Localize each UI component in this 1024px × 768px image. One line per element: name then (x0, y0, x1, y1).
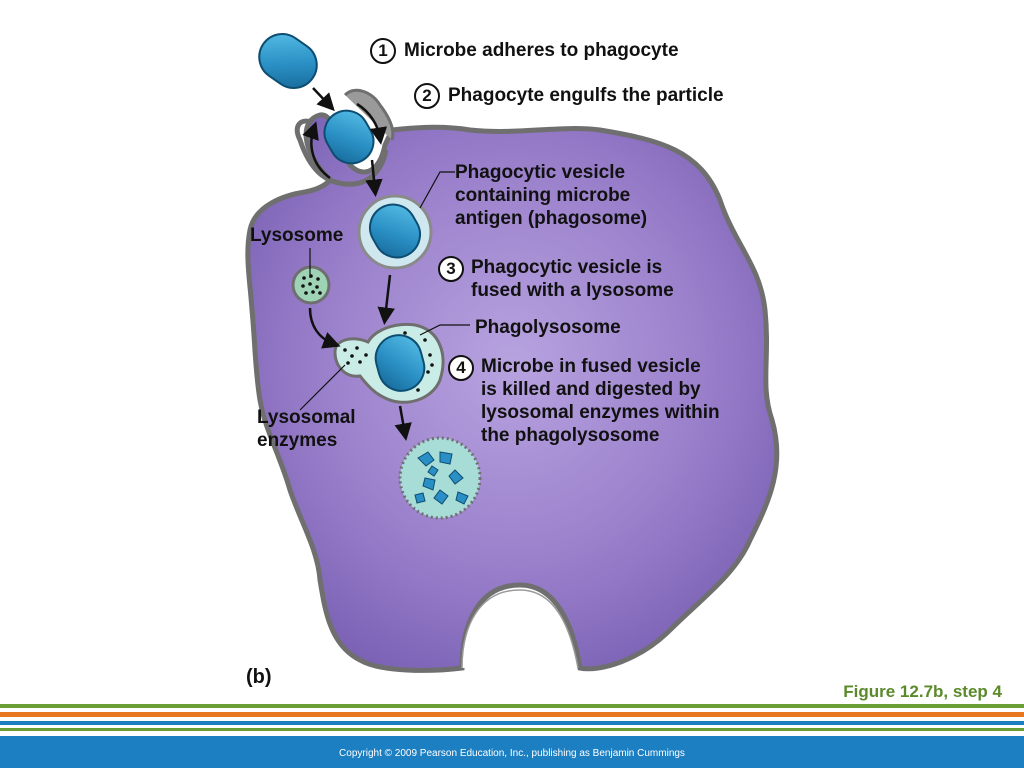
step-4-text-line-3: lysosomal enzymes within (481, 402, 720, 423)
arrow-step1-to-step2 (312, 87, 335, 112)
step-3-text: Phagocytic vesicle is fused with a lysos… (471, 256, 674, 302)
arrow-phagosome-down (377, 274, 395, 325)
part-label: (b) (246, 666, 272, 688)
phagosome-label: Phagocytic vesicle containing microbe an… (455, 161, 647, 230)
phagosome-label-line-1: Phagocytic vesicle (455, 162, 626, 183)
step-3-number: 3 (438, 256, 464, 282)
footer-bar (0, 736, 1024, 768)
step-4-text-line-1: Microbe in fused vesicle (481, 356, 701, 377)
step-4-text-line-4: the phagolysosome (481, 425, 660, 446)
arrow-to-phagosome (365, 159, 383, 197)
leader-phagolysosome (419, 324, 470, 336)
arrow-lysosome-down (308, 307, 341, 349)
phagosome-label-line-3: antigen (phagosome) (455, 208, 648, 229)
arrow-to-digestion (394, 405, 412, 441)
step-3-text-line-1: Phagocytic vesicle is (471, 257, 663, 278)
step-4-text: Microbe in fused vesicle is killed and d… (481, 355, 720, 447)
step-1-number: 1 (370, 38, 396, 64)
lysosome-label: Lysosome (250, 225, 344, 246)
step-2-text: Phagocyte engulfs the particle (448, 85, 724, 106)
step-2-number: 2 (414, 83, 440, 109)
stripe-orange (0, 712, 1024, 717)
stripe-green-bottom (0, 728, 1024, 731)
microbe-in-phagolysosome (374, 334, 426, 392)
lysosomal-enzymes-line-2: enzymes (257, 430, 338, 451)
step-4-text-line-2: is killed and digested by (481, 379, 701, 400)
arrow-engulf-left (302, 121, 331, 180)
microbe-in-phagosome (369, 203, 421, 259)
step-3-text-line-2: fused with a lysosome (471, 280, 674, 301)
figure-caption: Figure 12.7b, step 4 (843, 682, 1002, 701)
lysosomal-enzymes-label: Lysosomal enzymes (257, 406, 356, 452)
microbe-engulfed (323, 109, 375, 165)
phagolysosome-label: Phagolysosome (475, 317, 621, 338)
microbe-fragments (414, 451, 469, 505)
stripe-blue-thin (0, 721, 1024, 725)
leader-phagosome (419, 171, 455, 209)
cell-notch (461, 589, 579, 669)
arrow-engulf-right (356, 102, 388, 145)
digested-vesicle (398, 436, 482, 520)
lysosomal-enzymes-line-1: Lysosomal (257, 407, 356, 428)
stripe-green-top (0, 704, 1024, 708)
phagolysosome-enzymes (343, 331, 434, 392)
microbe-free (258, 32, 318, 90)
step-1-text: Microbe adheres to phagocyte (404, 40, 679, 61)
phagosome-label-line-2: containing microbe (455, 185, 631, 206)
copyright-text: Copyright © 2009 Pearson Education, Inc.… (339, 748, 685, 759)
leader-enzymes (299, 364, 346, 411)
step-4-number: 4 (448, 355, 474, 381)
